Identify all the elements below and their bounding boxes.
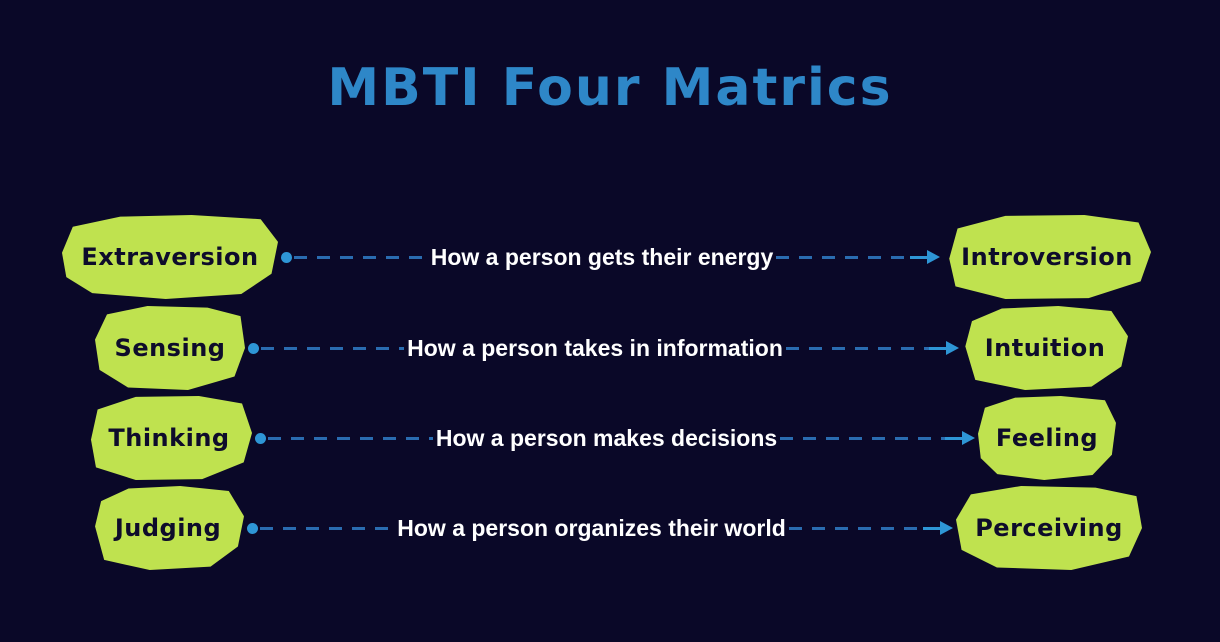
connector-line: How a person organizes their world bbox=[247, 486, 954, 570]
dimension-row-decisions: Thinking How a person makes decisions Fe… bbox=[0, 396, 1220, 480]
arrow-right-icon bbox=[946, 341, 960, 355]
badge-label: Perceiving bbox=[975, 514, 1123, 542]
connector-line: How a person makes decisions bbox=[255, 396, 976, 480]
arrow-stem bbox=[945, 436, 963, 440]
badge-intuition: Intuition bbox=[965, 306, 1128, 390]
dashed-line bbox=[785, 346, 930, 350]
page-title: MBTI Four Matrics bbox=[327, 58, 893, 118]
badge-introversion: Introversion bbox=[949, 215, 1151, 299]
badge-label: Feeling bbox=[995, 424, 1099, 452]
arrow-stem bbox=[923, 526, 941, 530]
arrow-stem bbox=[929, 346, 947, 350]
connector-line: How a person gets their energy bbox=[281, 215, 940, 299]
arrow-right-icon bbox=[927, 250, 940, 264]
dashed-line bbox=[261, 346, 405, 350]
line-start-dot-icon bbox=[255, 432, 266, 444]
dashed-line bbox=[780, 436, 946, 440]
dashed-line bbox=[788, 526, 924, 530]
arrow-stem bbox=[910, 255, 927, 259]
dimension-description: How a person takes in information bbox=[407, 334, 783, 361]
badge-label: Extraversion bbox=[81, 243, 259, 271]
dimension-description: How a person organizes their world bbox=[397, 514, 786, 541]
dimension-description: How a person gets their energy bbox=[430, 243, 774, 270]
dimension-row-information: Sensing How a person takes in informatio… bbox=[0, 306, 1220, 390]
badge-perceiving: Perceiving bbox=[956, 486, 1142, 570]
badge-extraversion: Extraversion bbox=[62, 215, 278, 299]
badge-label: Thinking bbox=[108, 424, 230, 452]
line-start-dot-icon bbox=[281, 251, 292, 263]
arrow-right-icon bbox=[940, 521, 954, 535]
dashed-line bbox=[294, 255, 428, 259]
badge-sensing: Sensing bbox=[95, 306, 245, 390]
badge-label: Intuition bbox=[984, 334, 1106, 362]
dimension-description: How a person makes decisions bbox=[435, 424, 778, 451]
badge-feeling: Feeling bbox=[978, 396, 1116, 480]
badge-label: Sensing bbox=[114, 334, 226, 362]
dashed-line bbox=[260, 526, 395, 530]
dimension-row-organization: Judging How a person organizes their wor… bbox=[0, 486, 1220, 570]
badge-judging: Judging bbox=[95, 486, 244, 570]
badge-label: Judging bbox=[114, 514, 222, 542]
connector-line: How a person takes in information bbox=[248, 306, 960, 390]
arrow-right-icon bbox=[962, 431, 976, 445]
line-start-dot-icon bbox=[248, 342, 259, 354]
badge-thinking: Thinking bbox=[90, 396, 252, 480]
dashed-line bbox=[268, 436, 433, 440]
dashed-line bbox=[776, 255, 910, 259]
badge-label: Introversion bbox=[961, 243, 1133, 271]
line-start-dot-icon bbox=[247, 522, 258, 534]
dimension-row-energy: Extraversion How a person gets their ene… bbox=[0, 215, 1220, 299]
